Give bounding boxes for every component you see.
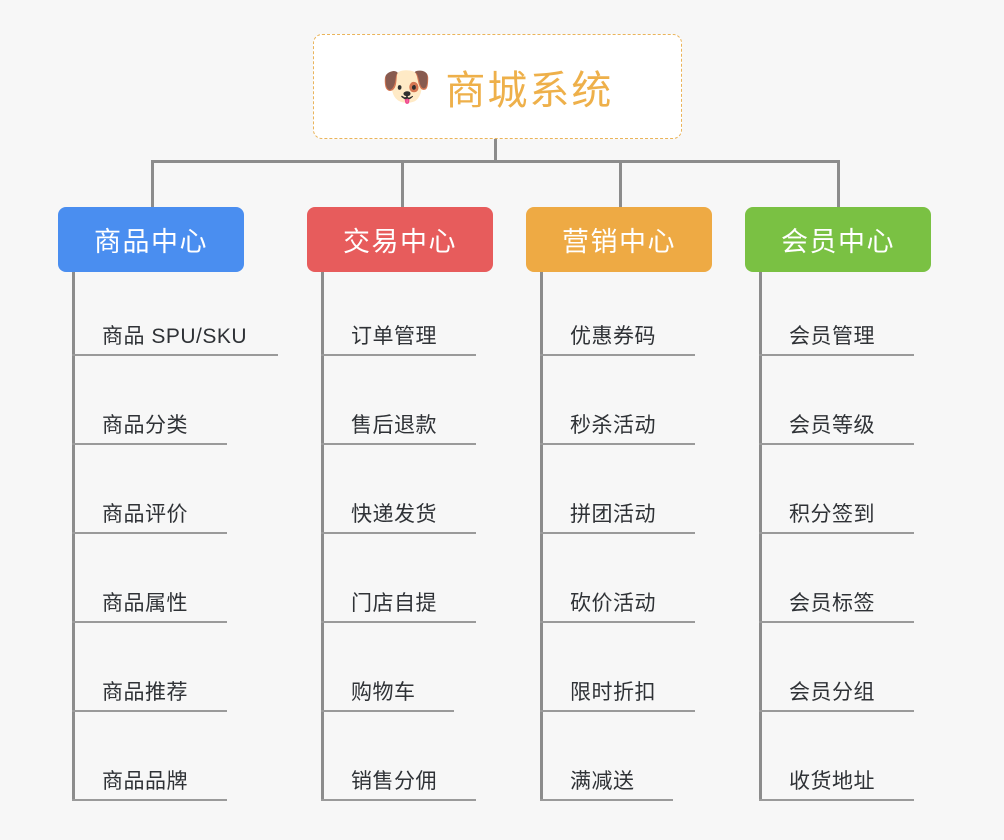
leaf-label: 商品推荐	[102, 681, 188, 704]
root-node-mall-system[interactable]: 🐶 商城系统	[313, 34, 682, 139]
list-item[interactable]: 购物车	[321, 668, 454, 712]
leaf-label: 收货地址	[789, 770, 875, 793]
leaf-label: 秒杀活动	[570, 414, 656, 437]
list-item[interactable]: 商品分类	[72, 401, 227, 445]
leaf-label: 销售分佣	[351, 770, 437, 793]
connector-drop-marketing-center	[619, 160, 622, 207]
branch-trunk-trade-center	[321, 272, 324, 801]
branch-trunk-product-center	[72, 272, 75, 801]
branch-header-trade-center[interactable]: 交易中心	[307, 207, 493, 272]
leaf-label: 拼团活动	[570, 503, 656, 526]
leaf-label: 商品属性	[102, 592, 188, 615]
branch-trunk-member-center	[759, 272, 762, 801]
connector-drop-product-center	[151, 160, 154, 207]
connector-horizontal-bar	[151, 160, 840, 163]
list-item[interactable]: 商品评价	[72, 490, 227, 534]
leaf-label: 售后退款	[351, 414, 437, 437]
list-item[interactable]: 售后退款	[321, 401, 476, 445]
list-item[interactable]: 商品属性	[72, 579, 227, 623]
leaf-label: 会员等级	[789, 414, 875, 437]
list-item[interactable]: 积分签到	[759, 490, 914, 534]
list-item[interactable]: 会员等级	[759, 401, 914, 445]
list-item[interactable]: 会员分组	[759, 668, 914, 712]
branch-header-label: 会员中心	[781, 227, 895, 257]
connector-drop-member-center	[837, 160, 840, 207]
list-item[interactable]: 拼团活动	[540, 490, 695, 534]
leaf-label: 商品分类	[102, 414, 188, 437]
leaf-label: 商品评价	[102, 503, 188, 526]
list-item[interactable]: 门店自提	[321, 579, 476, 623]
connector-drop-trade-center	[401, 160, 404, 207]
list-item[interactable]: 限时折扣	[540, 668, 695, 712]
branch-header-label: 营销中心	[562, 227, 676, 257]
leaf-label: 砍价活动	[570, 592, 656, 615]
list-item[interactable]: 商品推荐	[72, 668, 227, 712]
leaf-label: 会员标签	[789, 592, 875, 615]
list-item[interactable]: 满减送	[540, 757, 673, 801]
list-item[interactable]: 商品品牌	[72, 757, 227, 801]
leaf-label: 会员分组	[789, 681, 875, 704]
leaf-label: 快递发货	[351, 503, 437, 526]
list-item[interactable]: 商品 SPU/SKU	[72, 312, 278, 356]
leaf-label: 积分签到	[789, 503, 875, 526]
connector-root-stem	[494, 139, 497, 162]
branch-header-product-center[interactable]: 商品中心	[58, 207, 244, 272]
branch-header-marketing-center[interactable]: 营销中心	[526, 207, 712, 272]
leaf-label: 限时折扣	[570, 681, 656, 704]
list-item[interactable]: 销售分佣	[321, 757, 476, 801]
list-item[interactable]: 快递发货	[321, 490, 476, 534]
list-item[interactable]: 优惠券码	[540, 312, 695, 356]
shiba-dog-face-icon: 🐶	[381, 64, 432, 109]
list-item[interactable]: 收货地址	[759, 757, 914, 801]
leaf-label: 满减送	[570, 770, 635, 793]
leaf-label: 商品品牌	[102, 770, 188, 793]
leaf-label: 优惠券码	[570, 325, 656, 348]
list-item[interactable]: 订单管理	[321, 312, 476, 356]
leaf-label: 订单管理	[351, 325, 437, 348]
leaf-label: 购物车	[351, 681, 416, 704]
leaf-label: 门店自提	[351, 592, 437, 615]
root-node-title: 商城系统	[445, 68, 614, 113]
list-item[interactable]: 砍价活动	[540, 579, 695, 623]
list-item[interactable]: 秒杀活动	[540, 401, 695, 445]
leaf-label: 商品 SPU/SKU	[102, 325, 248, 348]
branch-trunk-marketing-center	[540, 272, 543, 801]
leaf-label: 会员管理	[789, 325, 875, 348]
list-item[interactable]: 会员管理	[759, 312, 914, 356]
list-item[interactable]: 会员标签	[759, 579, 914, 623]
branch-header-label: 交易中心	[343, 227, 457, 257]
branch-header-member-center[interactable]: 会员中心	[745, 207, 931, 272]
branch-header-label: 商品中心	[94, 227, 208, 257]
